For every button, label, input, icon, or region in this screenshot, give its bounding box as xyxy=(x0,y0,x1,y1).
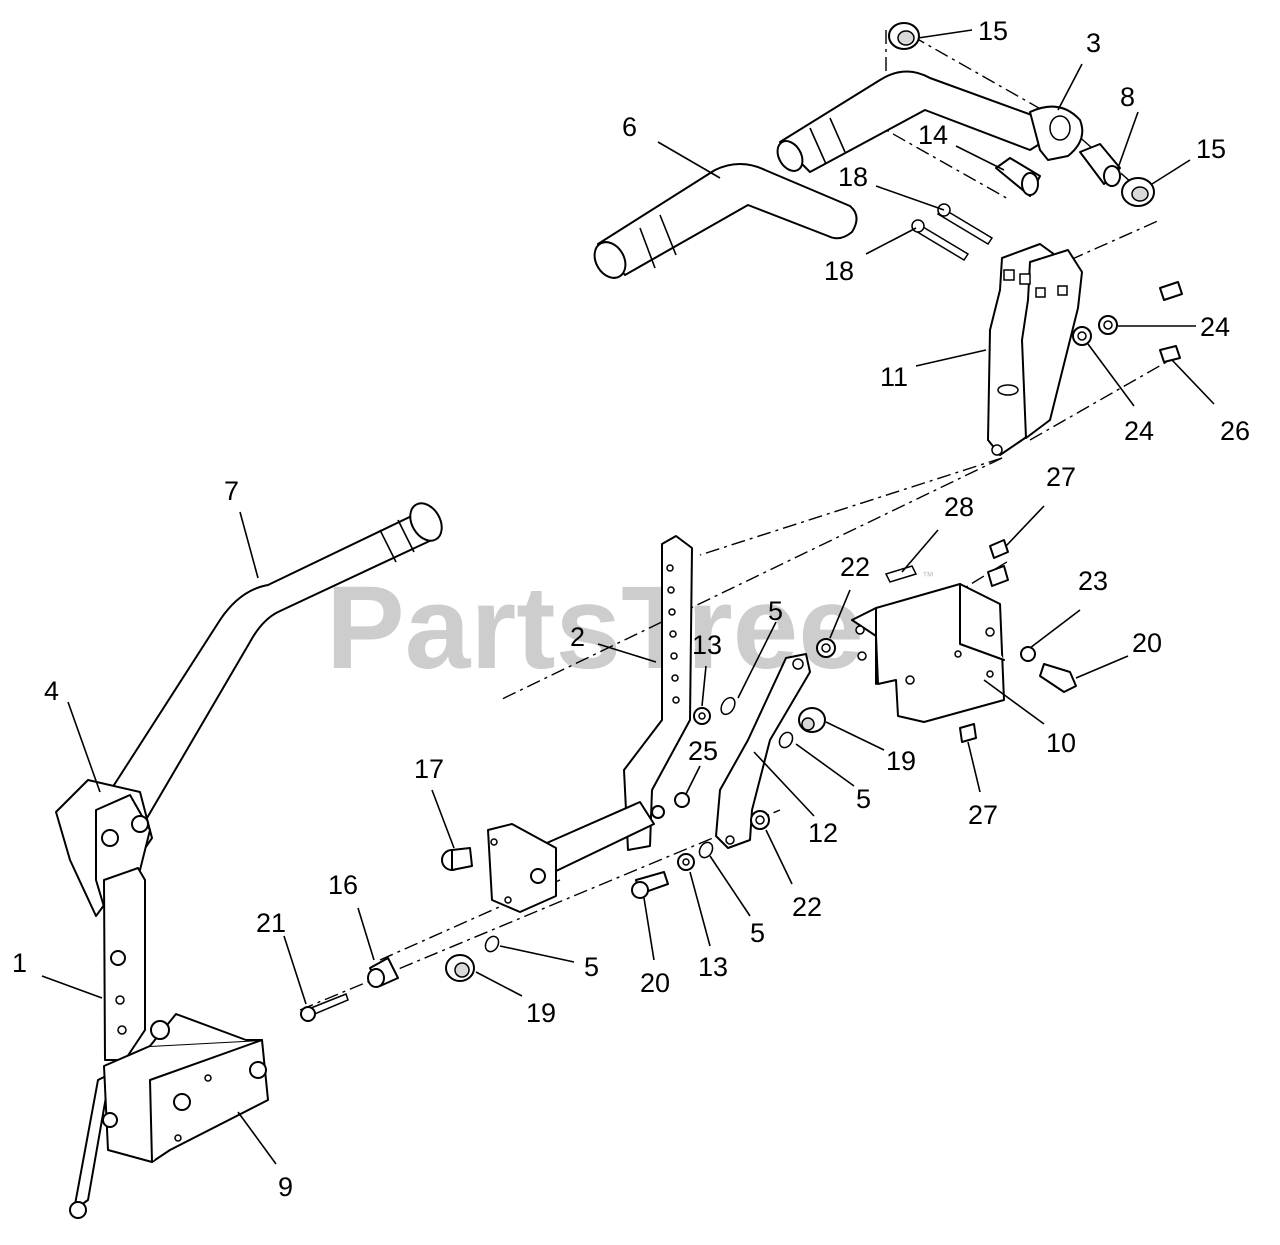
part-9-lower-bracket xyxy=(102,1013,269,1163)
part-2-shaft-arm xyxy=(487,535,693,913)
part-23-washer xyxy=(1020,646,1036,662)
callout-label: 5 xyxy=(584,952,599,982)
callout-label: 3 xyxy=(1086,28,1101,58)
callout-label: 5 xyxy=(750,918,765,948)
part-15-bushing-right xyxy=(1121,177,1155,207)
part-5-clips xyxy=(484,696,794,953)
callout-label: 27 xyxy=(1046,462,1076,492)
callout-label: 26 xyxy=(1220,416,1250,446)
callout-label: 7 xyxy=(224,476,239,506)
callout-label: 18 xyxy=(824,256,854,286)
part-7-control-lever xyxy=(97,502,443,831)
callout-label: 15 xyxy=(978,16,1008,46)
callout-label: 15 xyxy=(1196,134,1226,164)
callout-label: 20 xyxy=(1132,628,1162,658)
part-15-bushing-top xyxy=(888,22,920,50)
part-17-pin xyxy=(441,847,473,871)
callout-label: 11 xyxy=(880,362,908,392)
watermark-trademark: ™ xyxy=(922,569,934,583)
part-11-upper-bracket xyxy=(987,243,1083,456)
part-14-spacer-tube xyxy=(995,157,1041,197)
part-19-bushing-right xyxy=(798,707,826,733)
callout-label: 1 xyxy=(12,948,27,978)
callout-label: 18 xyxy=(838,162,868,192)
callout-label: 20 xyxy=(640,968,670,998)
part-3-control-handle xyxy=(776,70,1084,173)
watermark: PartsTree xyxy=(326,562,864,694)
callout-label: 5 xyxy=(856,784,871,814)
callout-label: 14 xyxy=(918,120,948,150)
callout-label: 16 xyxy=(328,870,358,900)
callout-label: 22 xyxy=(840,552,870,582)
callout-label: 28 xyxy=(944,492,974,522)
part-28-pin xyxy=(884,565,918,583)
callout-label: 21 xyxy=(256,908,286,938)
callout-label: 22 xyxy=(792,892,822,922)
callout-label: 19 xyxy=(886,746,916,776)
callout-label: 27 xyxy=(968,800,998,830)
part-20-bolt-right xyxy=(1039,663,1077,693)
callout-label: 10 xyxy=(1046,728,1076,758)
callout-label: 13 xyxy=(698,952,728,982)
part-27-bolts xyxy=(959,539,1009,743)
leader-lines xyxy=(41,29,1215,1165)
part-20-bolt-center xyxy=(631,871,669,899)
callout-label: 6 xyxy=(622,112,637,142)
callout-label: 5 xyxy=(768,596,783,626)
part-26-bolts xyxy=(1159,281,1183,363)
part-24-nuts xyxy=(1072,315,1118,346)
callout-label: 17 xyxy=(414,754,444,784)
callout-label: 13 xyxy=(692,630,722,660)
part-6-control-handle xyxy=(593,163,858,279)
part-12-link-arm xyxy=(715,653,811,849)
callout-label: 24 xyxy=(1124,416,1154,446)
part-8-spacer xyxy=(1079,143,1121,187)
part-10-mounting-bracket xyxy=(851,583,1005,723)
part-21-bolt xyxy=(300,993,349,1022)
callout-label: 25 xyxy=(688,736,718,766)
callout-label: 12 xyxy=(808,818,838,848)
callout-label: 23 xyxy=(1078,566,1108,596)
part-18-pins xyxy=(911,203,994,262)
part-16-spacer xyxy=(367,957,399,988)
callout-label: 9 xyxy=(278,1172,293,1202)
callout-labels: 15 3 8 15 6 14 18 18 24 11 24 26 7 27 28… xyxy=(12,16,1250,1202)
part-19-bushing-left xyxy=(445,954,475,982)
part-1-link xyxy=(69,867,146,1219)
part-13-washers xyxy=(677,707,711,871)
callout-label: 2 xyxy=(570,622,585,652)
callout-label: 19 xyxy=(526,998,556,1028)
callout-label: 8 xyxy=(1120,82,1135,112)
callout-label: 24 xyxy=(1200,312,1230,342)
part-22-nuts xyxy=(750,638,836,830)
callout-label: 4 xyxy=(44,676,59,706)
part-25-nut xyxy=(674,792,690,808)
